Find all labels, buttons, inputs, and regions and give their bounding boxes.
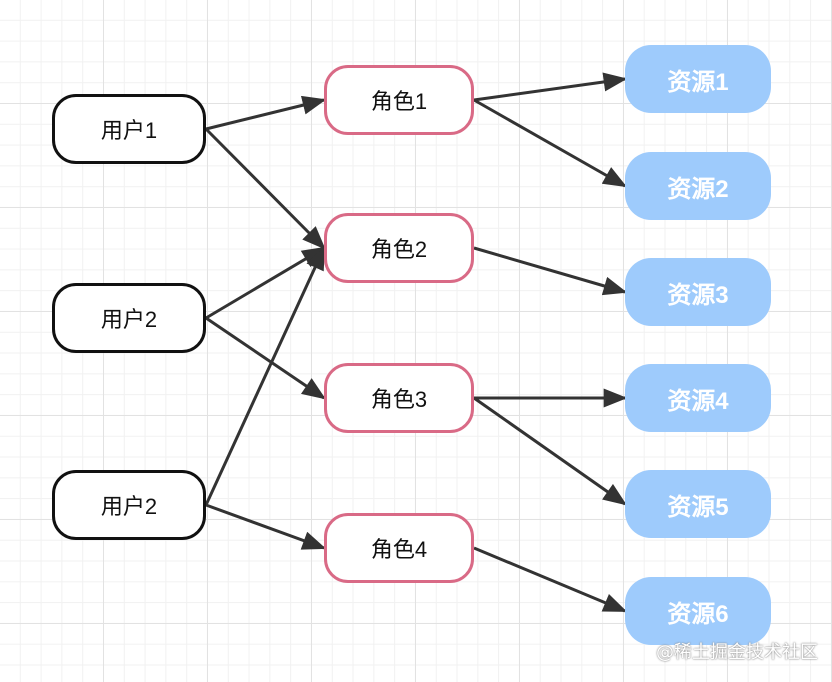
role-node-4[interactable]: 角色4	[324, 513, 474, 583]
arrow-user-1-to-role-2	[205, 316, 326, 400]
arrow-role-0-to-resource-0	[473, 72, 628, 102]
user-node-1[interactable]: 用户1	[52, 94, 206, 164]
resource-node-5[interactable]: 资源5	[625, 470, 771, 538]
watermark: @稀土掘金技术社区	[656, 642, 818, 663]
resource-node-4[interactable]: 资源4	[625, 364, 771, 432]
role-node-2[interactable]: 角色2	[324, 213, 474, 283]
edge-group	[204, 72, 628, 613]
user-node-2[interactable]: 用户2	[52, 283, 206, 353]
arrow-user-0-to-role-1	[204, 127, 326, 250]
arrow-user-2-to-role-3	[205, 503, 327, 550]
resource-node-1[interactable]: 资源1	[625, 45, 771, 113]
role-node-1[interactable]: 角色1	[324, 65, 474, 135]
arrow-user-0-to-role-0	[205, 95, 327, 131]
arrow-role-0-to-resource-1	[473, 98, 628, 188]
arrow-role-2-to-resource-4	[473, 396, 627, 506]
user-node-3[interactable]: 用户2	[52, 470, 206, 540]
arrow-role-3-to-resource-5	[473, 546, 628, 613]
resource-node-6[interactable]: 资源6	[625, 577, 771, 645]
resource-node-2[interactable]: 资源2	[625, 152, 771, 220]
arrow-role-1-to-resource-2	[473, 246, 628, 296]
role-node-3[interactable]: 角色3	[324, 363, 474, 433]
arrow-user-2-to-role-1	[204, 245, 326, 506]
resource-node-3[interactable]: 资源3	[625, 258, 771, 326]
arrow-user-1-to-role-1	[205, 246, 327, 320]
